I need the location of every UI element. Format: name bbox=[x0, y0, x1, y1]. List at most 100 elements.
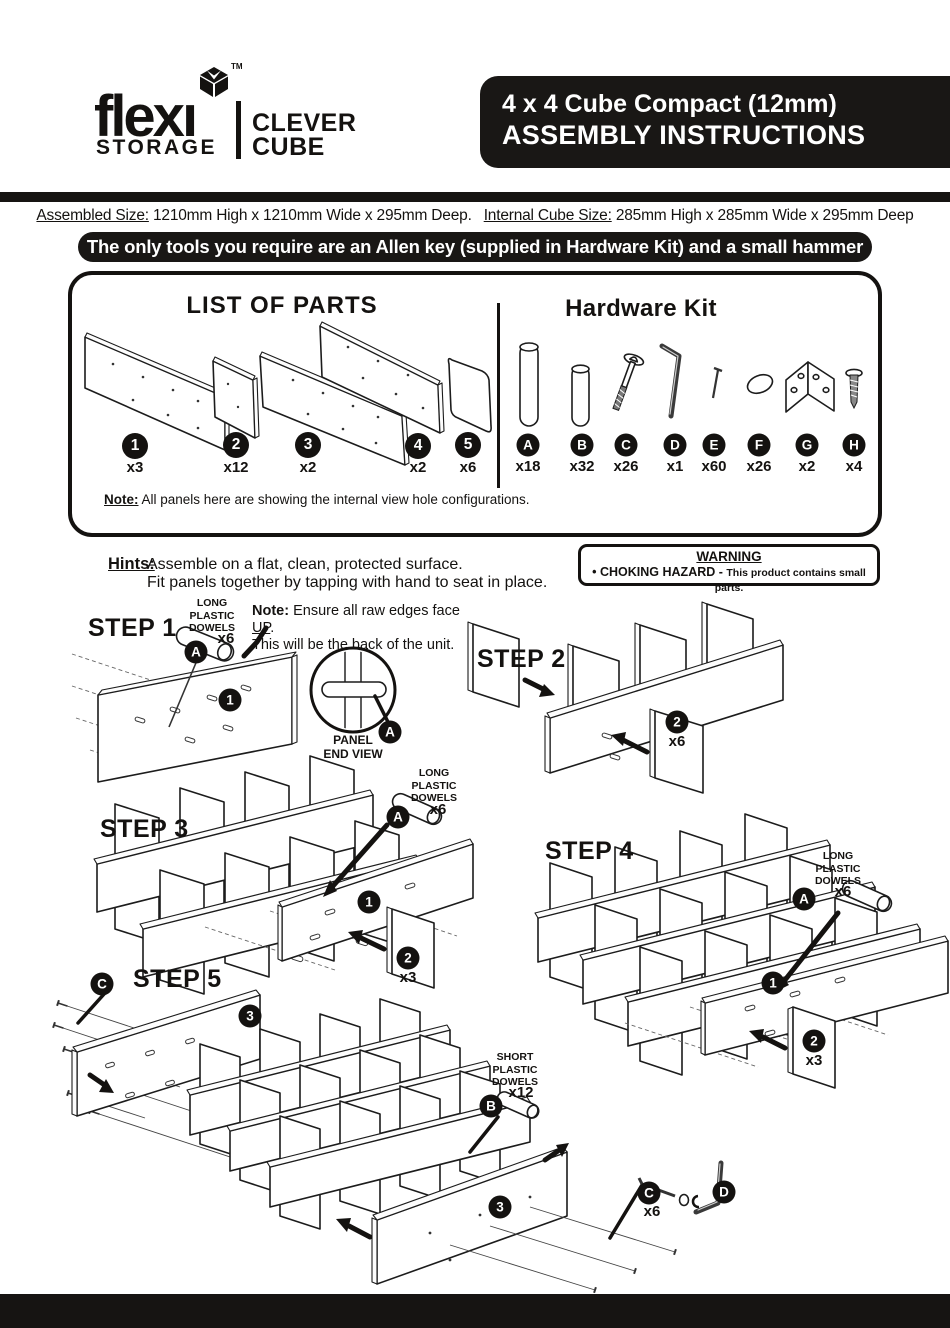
assembled-size-value: 1210mm High x 1210mm Wide x 295mm Deep. bbox=[148, 207, 472, 224]
hardware-qty: x60 bbox=[701, 458, 727, 475]
step5-part3-front-badge: 3 bbox=[488, 1195, 512, 1219]
step1-diagram bbox=[71, 625, 397, 783]
step3-part1-badge: 1 bbox=[357, 890, 381, 914]
long-plastic-dowel-icon bbox=[519, 342, 539, 427]
step3-hardware-a-badge: A bbox=[386, 805, 410, 829]
hardware-badge: G bbox=[795, 433, 819, 457]
product-title: 4 x 4 Cube Compact (12mm) bbox=[502, 90, 837, 118]
cube-logo-icon bbox=[200, 67, 228, 97]
step4-dowel-qty: x6 bbox=[834, 883, 852, 900]
brand-divider bbox=[236, 101, 241, 159]
step5-hardware-c2-badge: C bbox=[637, 1181, 661, 1205]
size-line: Assembled Size: 1210mm High x 1210mm Wid… bbox=[0, 207, 950, 225]
parts-title: LIST OF PARTS bbox=[186, 292, 378, 319]
step1-part-badge: 1 bbox=[218, 688, 242, 712]
step3-label: STEP 3 bbox=[100, 815, 189, 843]
hardware-qty: x32 bbox=[569, 458, 595, 475]
internal-size-label: Internal Cube Size: bbox=[483, 207, 612, 224]
nail-icon bbox=[711, 366, 723, 399]
part-qty: x2 bbox=[409, 459, 427, 476]
hardware-badge: E bbox=[702, 433, 726, 457]
step3-qty2: x3 bbox=[399, 969, 417, 986]
hardware-badge: F bbox=[747, 433, 771, 457]
screw-icon bbox=[845, 368, 863, 410]
part-badge: 4 bbox=[405, 433, 431, 459]
part-qty: x3 bbox=[126, 459, 144, 476]
part-qty: x6 bbox=[459, 459, 477, 476]
header-divider-bar bbox=[0, 192, 950, 202]
short-plastic-dowel-icon bbox=[571, 364, 590, 427]
part-qty: x2 bbox=[299, 459, 317, 476]
parts-box bbox=[68, 271, 882, 537]
bolt-icon bbox=[612, 353, 645, 412]
hardware-qty: x1 bbox=[666, 458, 684, 475]
part-qty: x12 bbox=[223, 459, 249, 476]
step1-note: Note: Ensure all raw edges face UP. This… bbox=[252, 603, 460, 653]
part-badge: 2 bbox=[223, 432, 249, 458]
hints-label: Hints: bbox=[108, 555, 155, 573]
step4-part2-badge: 2 bbox=[802, 1029, 826, 1053]
hardware-illustration bbox=[519, 342, 863, 427]
assembled-size-label: Assembled Size: bbox=[36, 207, 149, 224]
step2-part-badge: 2 bbox=[665, 710, 689, 734]
step2-diagram bbox=[467, 601, 784, 794]
brand-tagline-1: CLEVER bbox=[252, 109, 357, 137]
hardware-title: Hardware Kit bbox=[565, 295, 717, 322]
hardware-qty: x18 bbox=[515, 458, 541, 475]
hint-line-1: Assemble on a flat, clean, protected sur… bbox=[147, 556, 463, 573]
title-box: 4 x 4 Cube Compact (12mm) ASSEMBLY INSTR… bbox=[480, 76, 950, 168]
step4-part1-badge: 1 bbox=[761, 971, 785, 995]
parts-illustration bbox=[84, 321, 492, 466]
hardware-badge: D bbox=[663, 433, 687, 457]
step3-dowel-qty: x6 bbox=[429, 801, 447, 818]
step1-inset-a-badge: A bbox=[378, 720, 402, 744]
step5-c-qty: x6 bbox=[643, 1203, 661, 1220]
hardware-badge: B bbox=[570, 433, 594, 457]
hardware-badge: H bbox=[842, 433, 866, 457]
step1-label: STEP 1 bbox=[88, 614, 177, 642]
hint-line-2: Fit panels together by tapping with hand… bbox=[147, 574, 548, 591]
parts-hardware-divider bbox=[497, 303, 500, 488]
step5-part3-back-badge: 3 bbox=[238, 1004, 262, 1028]
step5-label: STEP 5 bbox=[133, 965, 222, 993]
step4-diagram bbox=[534, 813, 949, 1089]
parts-note: Note: All panels here are showing the in… bbox=[104, 492, 530, 507]
step5-hardware-d-badge: D bbox=[712, 1180, 736, 1204]
hardware-qty: x26 bbox=[746, 458, 772, 475]
footer-bar bbox=[0, 1294, 950, 1328]
warning-title: WARNING bbox=[696, 549, 762, 564]
step2-label: STEP 2 bbox=[477, 645, 566, 673]
part-badge: 1 bbox=[122, 433, 148, 459]
cover-cap-icon bbox=[746, 373, 774, 395]
part-badge: 3 bbox=[295, 432, 321, 458]
hardware-qty: x2 bbox=[798, 458, 816, 475]
step5-diagram bbox=[52, 989, 724, 1294]
trademark-symbol: TM bbox=[231, 62, 243, 71]
step2-qty: x6 bbox=[668, 733, 686, 750]
hardware-qty: x26 bbox=[613, 458, 639, 475]
step5-dowel-qty: x12 bbox=[508, 1084, 534, 1101]
step1-hardware-a-badge: A bbox=[184, 640, 208, 664]
internal-size-value: 285mm High x 285mm Wide x 295mm Deep bbox=[611, 207, 914, 224]
hardware-qty: x4 bbox=[845, 458, 863, 475]
brand-tagline-2: CUBE bbox=[252, 133, 325, 161]
step5-hardware-b-badge: B bbox=[479, 1094, 503, 1118]
brand-sub: STORAGE bbox=[96, 136, 217, 159]
angle-bracket-icon bbox=[785, 361, 835, 413]
hardware-badge: A bbox=[516, 433, 540, 457]
brand-word: flexı bbox=[94, 84, 198, 149]
warning-box: WARNING • CHOKING HAZARD - This product … bbox=[578, 544, 880, 594]
warning-text: • CHOKING HAZARD - This product contains… bbox=[592, 565, 866, 594]
tools-banner: The only tools you require are an Allen … bbox=[78, 232, 872, 262]
step4-hardware-a-badge: A bbox=[792, 887, 816, 911]
step4-label: STEP 4 bbox=[545, 837, 634, 865]
step3-part2-badge: 2 bbox=[396, 946, 420, 970]
step1-dowel-qty: x6 bbox=[217, 630, 235, 647]
part-badge: 5 bbox=[455, 432, 481, 458]
